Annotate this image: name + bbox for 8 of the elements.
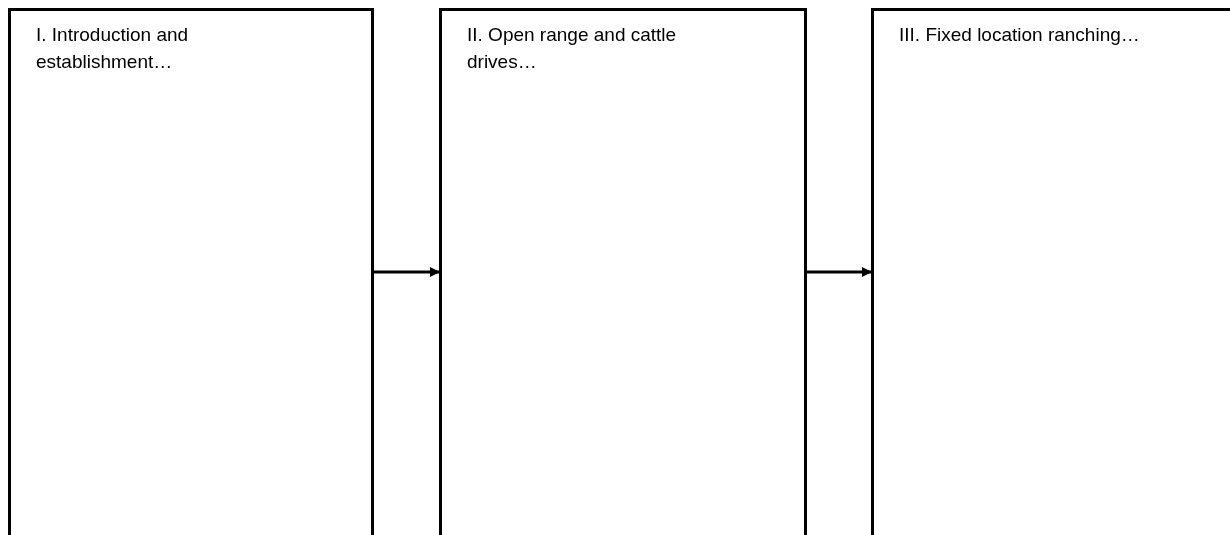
stage-box — [871, 8, 1230, 535]
arrow — [807, 267, 872, 277]
arrow — [374, 267, 440, 277]
stage-box — [439, 8, 807, 535]
stage-box — [8, 8, 374, 535]
stage-heading: III. Fixed location ranching… — [899, 23, 1141, 47]
stage-heading: I. Introduction and establishment… — [36, 23, 190, 74]
stage-heading: II. Open range and cattle drives… — [467, 23, 678, 74]
